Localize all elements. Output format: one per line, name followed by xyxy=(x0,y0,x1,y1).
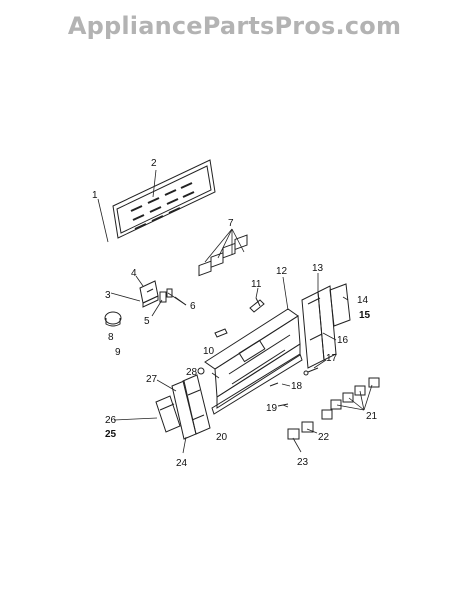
callout-3: 3 xyxy=(105,290,111,301)
callout-19: 19 xyxy=(266,403,278,414)
clip-pair xyxy=(159,288,173,303)
callout-6: 6 xyxy=(190,301,196,312)
callout-23: 23 xyxy=(297,457,309,468)
callout-25: 25 xyxy=(105,429,117,440)
knob-cluster xyxy=(321,377,380,420)
right-endcap xyxy=(301,283,351,369)
switch-block xyxy=(139,280,159,308)
screw xyxy=(214,328,228,338)
callout-17: 17 xyxy=(326,353,338,364)
callout-18: 18 xyxy=(291,381,303,392)
leader-lines xyxy=(97,169,373,454)
callout-21: 21 xyxy=(366,411,378,422)
knob-set xyxy=(198,234,248,277)
callout-9: 9 xyxy=(115,347,121,358)
callout-20: 20 xyxy=(216,432,228,443)
control-panel xyxy=(204,308,301,409)
trim-strip xyxy=(211,353,303,415)
callout-4: 4 xyxy=(131,268,137,279)
left-endcap xyxy=(171,367,211,440)
callout-8: 8 xyxy=(108,332,114,343)
watermark-logo: AppliancePartsPros.com xyxy=(67,12,402,40)
lower-knobs xyxy=(287,421,314,440)
callout-24: 24 xyxy=(176,458,188,469)
callout-labels: 1 2 3 4 5 6 7 8 9 10 11 12 13 14 15 16 1… xyxy=(92,158,378,469)
callout-27: 27 xyxy=(146,374,158,385)
mounting-bracket xyxy=(249,297,265,313)
callout-12: 12 xyxy=(276,266,288,277)
window-glass-panel xyxy=(112,159,216,239)
callout-10: 10 xyxy=(203,346,215,357)
callout-5: 5 xyxy=(144,316,150,327)
callout-7: 7 xyxy=(228,218,234,229)
callout-22: 22 xyxy=(318,432,330,443)
callout-28: 28 xyxy=(186,367,198,378)
screw-set xyxy=(269,367,319,407)
callout-2: 2 xyxy=(151,158,157,169)
side-gasket xyxy=(155,395,181,433)
callout-15: 15 xyxy=(359,310,371,321)
callout-16: 16 xyxy=(337,335,349,346)
small-knob xyxy=(104,311,122,327)
callout-1: 1 xyxy=(92,190,98,201)
callout-14: 14 xyxy=(357,295,369,306)
callout-13: 13 xyxy=(312,263,324,274)
callout-26: 26 xyxy=(105,415,117,426)
callout-11: 11 xyxy=(251,279,262,290)
